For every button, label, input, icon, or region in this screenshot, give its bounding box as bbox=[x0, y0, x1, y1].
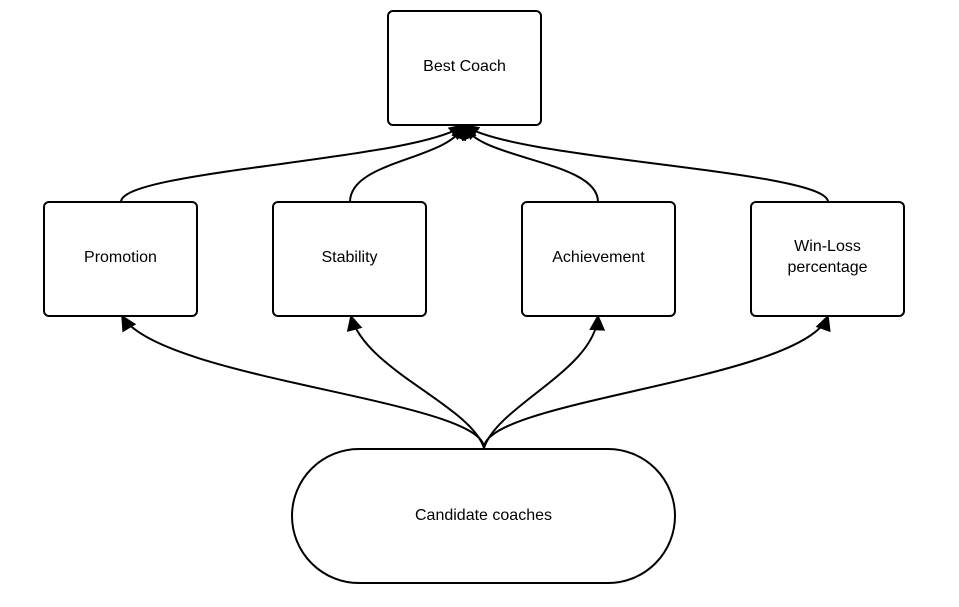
node-promotion-label: Promotion bbox=[84, 249, 157, 266]
node-achievement-label: Achievement bbox=[552, 249, 645, 266]
node-win-loss-label-line1: Win-Loss bbox=[794, 238, 861, 255]
node-win-loss-percentage: Win-Loss percentage bbox=[750, 201, 905, 317]
node-candidate-coaches-label: Candidate coaches bbox=[415, 507, 552, 524]
edge-candidates-to-stability bbox=[346, 314, 485, 449]
node-best-coach: Best Coach bbox=[387, 10, 542, 126]
node-win-loss-label-line2: percentage bbox=[787, 259, 867, 276]
node-best-coach-label: Best Coach bbox=[423, 58, 506, 75]
edge-candidates-to-win-loss bbox=[483, 314, 831, 449]
node-stability-label: Stability bbox=[321, 249, 377, 266]
node-stability: Stability bbox=[272, 201, 427, 317]
edge-candidates-to-achievement bbox=[483, 314, 606, 449]
edge-candidates-to-promotion bbox=[121, 314, 485, 449]
node-achievement: Achievement bbox=[521, 201, 676, 317]
edge-stability-to-best-coach bbox=[349, 123, 467, 203]
node-candidate-coaches: Candidate coaches bbox=[291, 448, 676, 584]
node-promotion: Promotion bbox=[43, 201, 198, 317]
edge-win-loss-to-best-coach bbox=[462, 124, 829, 203]
edge-promotion-to-best-coach bbox=[120, 124, 466, 203]
edge-achievement-to-best-coach bbox=[461, 123, 599, 203]
